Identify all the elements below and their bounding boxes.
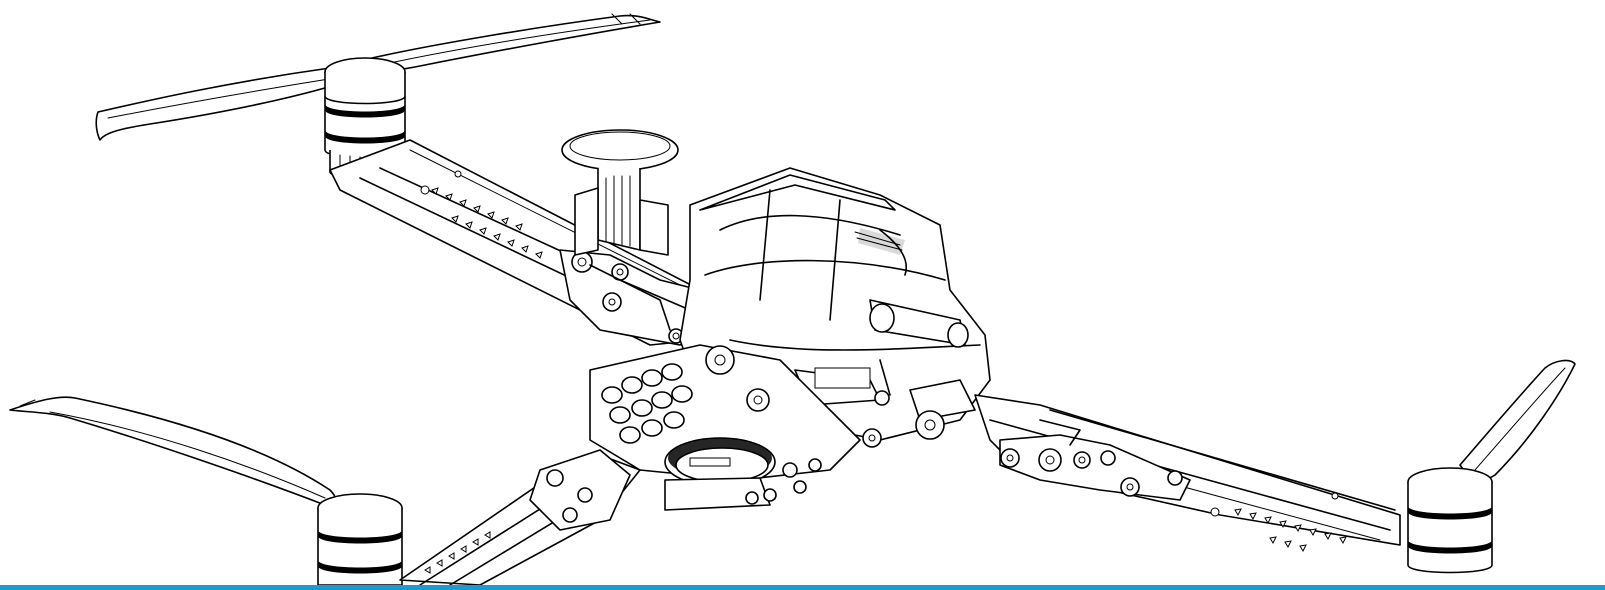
gps-mast — [561, 129, 679, 256]
hinge-top-left — [559, 249, 711, 346]
propeller-top-left — [95, 13, 661, 141]
bottom-accent-bar — [0, 585, 1605, 590]
arm-bottom-left — [399, 449, 641, 586]
propeller-bottom-left — [9, 396, 337, 506]
motor-bottom-left — [317, 493, 403, 586]
motor-right — [1407, 467, 1493, 574]
underside — [589, 344, 861, 511]
propeller-right — [1459, 359, 1576, 480]
arm-right — [974, 394, 1401, 553]
